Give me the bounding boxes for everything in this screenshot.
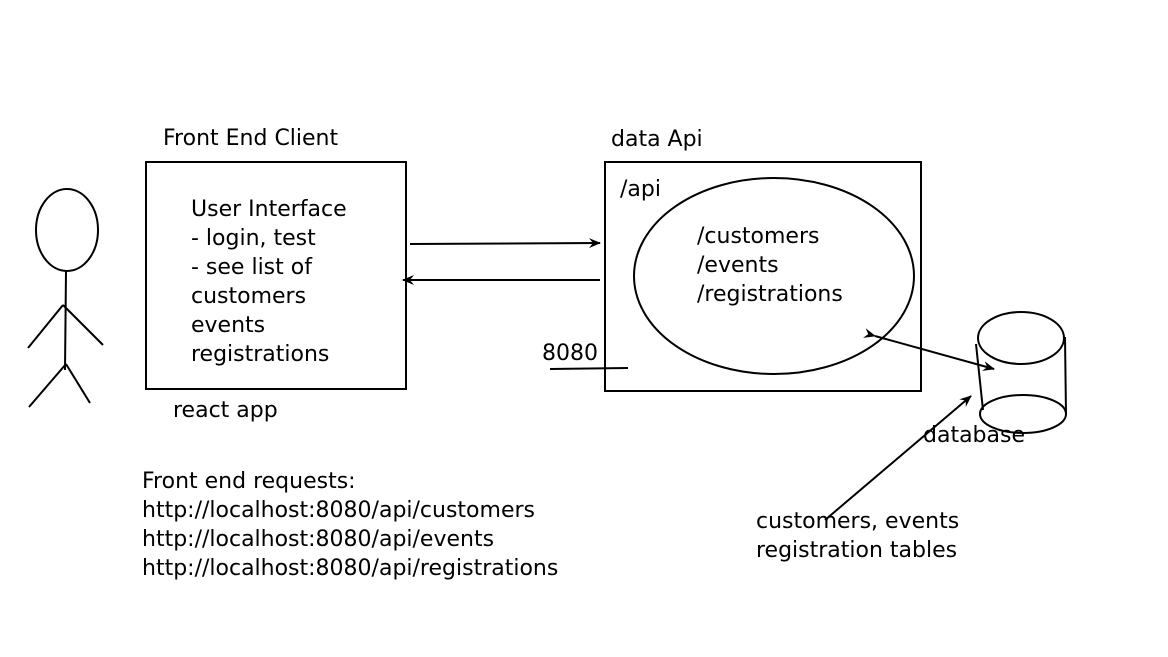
tables-note: customers, events registration tables [756, 509, 959, 563]
database-left-side [975, 343, 984, 411]
endpoints-ellipse [633, 177, 915, 375]
user-stick-figure-icon [27, 188, 104, 408]
user-interface-line: - login, test [191, 226, 316, 251]
request-url-line: http://localhost:8080/api/customers [142, 498, 535, 523]
database-right-side [1064, 336, 1067, 415]
user-right-arm [62, 304, 104, 346]
user-interface-line: events [191, 313, 265, 338]
user-interface-text: User Interface - login, test - see list of… [191, 197, 347, 367]
request-url-line: http://localhost:8080/api/events [142, 527, 494, 552]
user-interface-line: registrations [191, 342, 329, 367]
user-body [64, 270, 67, 371]
user-head [35, 188, 99, 272]
request-url-line: Front end requests: [142, 469, 356, 494]
user-left-arm [27, 304, 64, 349]
front-end-client-label: Front End Client [163, 126, 339, 151]
user-left-leg [28, 363, 67, 408]
request-arrow [409, 238, 601, 249]
api-path-label: /api [620, 177, 661, 202]
endpoint-line: /customers [697, 224, 819, 249]
tables-note-line: registration tables [756, 538, 957, 563]
front-end-requests-note: Front end requests: http://localhost:8080… [142, 469, 558, 581]
api-database-arrow [863, 328, 995, 371]
endpoints-text: /customers/events/registrations [697, 224, 843, 307]
request-url-line: http://localhost:8080/api/registrations [142, 556, 558, 581]
data-api-label: data Api [611, 127, 703, 152]
data-api-box [604, 161, 922, 392]
tables-note-line: customers, events [756, 509, 959, 534]
tables-pointer-arrow [824, 395, 972, 521]
database-bottom [979, 394, 1067, 434]
port-label: 8080 [542, 341, 598, 366]
endpoint-line: /events [697, 253, 779, 278]
database-label: database [923, 423, 1025, 448]
database-top [977, 311, 1065, 365]
port-underline [549, 367, 629, 370]
endpoint-line: /registrations [697, 282, 843, 307]
react-app-label: react app [173, 398, 278, 423]
user-interface-line: - see list of [191, 255, 313, 280]
user-interface-line: User Interface [191, 197, 347, 222]
user-right-leg [65, 363, 91, 404]
user-interface-line: customers [191, 284, 306, 309]
database-cylinder-icon [975, 311, 1067, 434]
